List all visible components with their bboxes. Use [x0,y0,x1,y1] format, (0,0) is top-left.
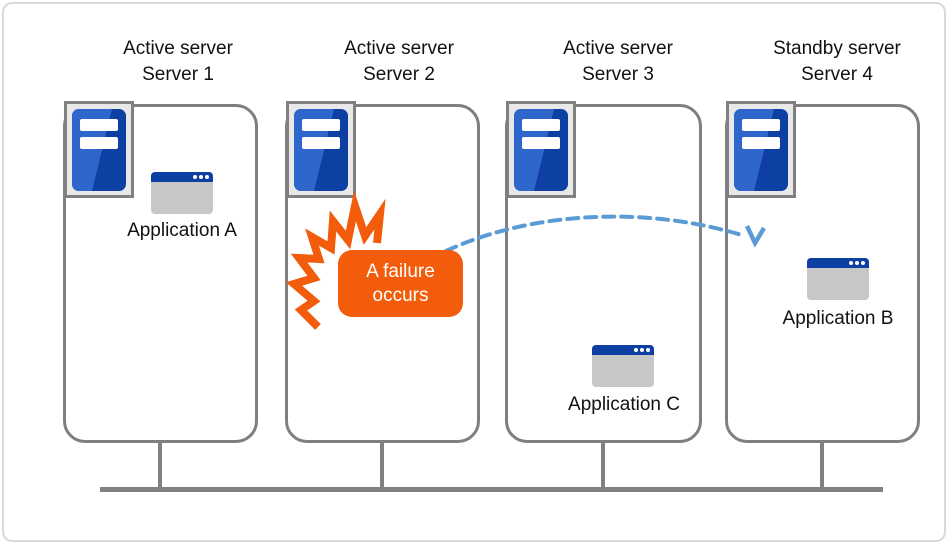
server-tower-icon [72,108,126,191]
server-1-title: Active server Server 1 [68,36,288,88]
server-3-title: Active server Server 3 [508,36,728,88]
application-b-label: Application B [782,308,894,329]
server-tower-icon [514,108,568,191]
server-4-network-connector [820,441,824,490]
server-tower-icon [734,108,788,191]
server-1-role-label: Active server [123,38,233,59]
network-bus-line [100,487,883,492]
failure-badge: A failure occurs [338,250,463,317]
server-3-icon-holder [506,101,576,198]
server-4-role-label: Standby server [773,38,901,59]
server-1-name-label: Server 1 [142,64,214,85]
server-tower-icon [294,108,348,191]
server-3-network-connector [601,441,605,490]
application-a-label: Application A [127,220,237,241]
server-2-network-connector [380,441,384,490]
server-2-role-label: Active server [344,38,454,59]
application-c-label: Application C [568,394,680,415]
server-4-name-label: Server 4 [801,64,873,85]
server-4-title: Standby server Server 4 [727,36,947,88]
app-window-icon [592,345,654,392]
server-3-role-label: Active server [563,38,673,59]
server-3-name-label: Server 3 [582,64,654,85]
server-2-name-label: Server 2 [363,64,435,85]
server-2-icon-holder [286,101,356,198]
server-1-icon-holder [64,101,134,198]
server-2-title: Active server Server 2 [289,36,509,88]
app-window-icon [151,172,213,219]
app-window-icon [807,258,869,305]
server-4-icon-holder [726,101,796,198]
failure-label: A failure occurs [366,260,435,306]
server-1-network-connector [158,441,162,490]
